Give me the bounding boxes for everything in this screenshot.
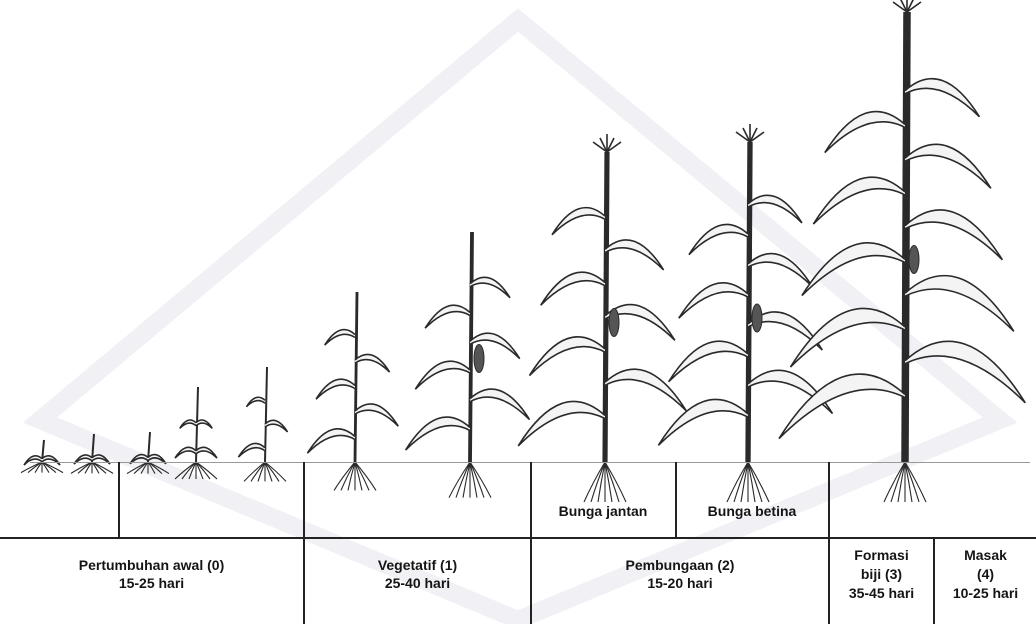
stage-1-name: Vegetatif (1) (305, 556, 530, 574)
stage-4-name-line1: Masak (935, 546, 1036, 565)
maize-plant-3 (175, 387, 217, 479)
stage-4-duration: 10-25 hari (935, 584, 1036, 603)
stage-0-name: Pertumbuhan awal (0) (0, 556, 303, 574)
stage-0-duration: 15-25 hari (0, 574, 303, 592)
maize-plant-7 (518, 134, 686, 502)
stage-1-label: Vegetatif (1) 25-40 hari (305, 556, 530, 592)
stage-2-label: Pembungaan (2) 15-20 hari (532, 556, 828, 592)
stage-2-duration: 15-20 hari (532, 574, 828, 592)
stage-3-name-line2: biji (3) (830, 565, 933, 584)
maize-plant-6 (406, 232, 530, 498)
stage-0-label: Pertumbuhan awal (0) 15-25 hari (0, 556, 303, 592)
divider-2a (675, 462, 677, 537)
divider-1-2 (530, 462, 532, 624)
stage-4-name-line2: (4) (935, 565, 1036, 584)
stage-3-label: Formasi biji (3) 35-45 hari (830, 546, 933, 603)
divider-0a (118, 462, 120, 537)
maize-plant-2 (127, 432, 169, 474)
male-flower-label: Bunga jantan (534, 503, 672, 519)
maize-plant-1 (71, 434, 113, 473)
maize-plant-4 (238, 367, 287, 481)
maize-plant-5 (307, 292, 398, 490)
maize-plant-9 (779, 0, 1025, 502)
stage-3-duration: 35-45 hari (830, 584, 933, 603)
stage-2-name: Pembungaan (2) (532, 556, 828, 574)
stage-4-label: Masak (4) 10-25 hari (935, 546, 1036, 603)
maize-plants-illustration (0, 0, 1036, 520)
maize-plant-8 (658, 124, 832, 502)
stage-1-duration: 25-40 hari (305, 574, 530, 592)
divider-0-1 (303, 462, 305, 624)
stage-3-name-line1: Formasi (830, 546, 933, 565)
stage-divider-line (0, 537, 1036, 539)
female-flower-label: Bunga betina (679, 503, 825, 519)
maize-plant-0 (21, 440, 63, 473)
